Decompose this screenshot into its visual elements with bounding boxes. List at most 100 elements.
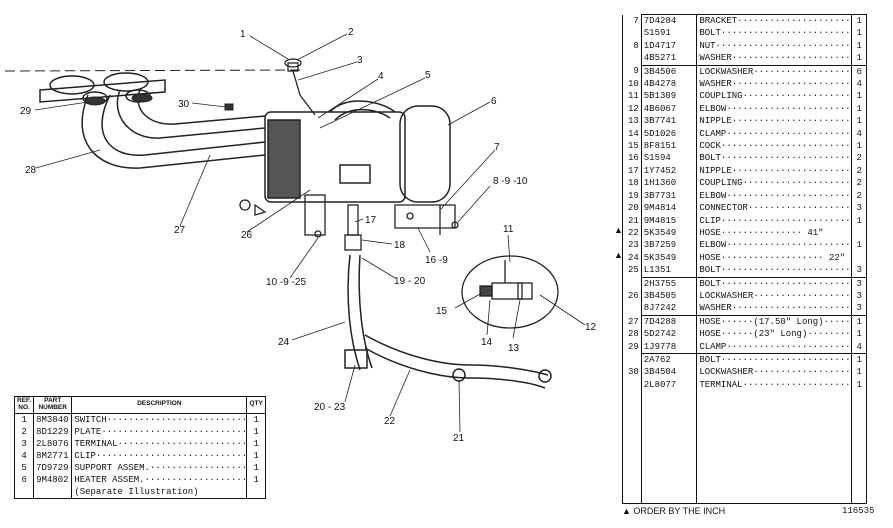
- cell-ref: 22: [622, 226, 642, 240]
- cell-desc: HOSE······(17.50" Long)·····: [696, 314, 852, 329]
- cell-qty: 1: [851, 115, 867, 128]
- cell-ref: [622, 27, 642, 40]
- cell-part: 8F8151: [640, 140, 698, 153]
- cell-ref: 4: [13, 449, 35, 462]
- callout-29: 29: [20, 106, 32, 117]
- cell-desc: BRACKET······················: [696, 14, 852, 28]
- cell-desc: NIPPLE·······················: [699, 116, 852, 127]
- cell-qty: 1: [246, 425, 266, 438]
- cell-ref: 27: [622, 315, 642, 329]
- cell-ref: 8: [622, 39, 642, 53]
- cell-part: 9M4815: [640, 214, 698, 227]
- cell-desc: BOLT·························: [699, 153, 852, 164]
- leader-lines: [34, 33, 586, 433]
- callout-20-23: 20 - 23: [314, 402, 346, 413]
- cell-ref: [622, 302, 642, 316]
- cell-part: 3B7731: [640, 189, 698, 203]
- table-row: 28D1229PLATE····························…: [13, 425, 266, 438]
- cell-desc: HOSE··················· 22": [699, 252, 846, 263]
- cell-ref: 20: [622, 202, 642, 215]
- table-row: 48M2771CLIP·····························…: [13, 449, 266, 462]
- table-row: 18M3840SWITCH···························…: [13, 413, 266, 426]
- cell-ref: 12: [622, 102, 642, 116]
- callout-1: 1: [240, 29, 246, 40]
- cell-qty: 2: [851, 177, 867, 190]
- cell-qty: 4: [851, 127, 867, 141]
- cell-part: 7D4284: [640, 14, 698, 28]
- separate-illustration-note: (Separate Illustration): [71, 485, 248, 499]
- callout-16-9: 16 -9: [425, 255, 448, 266]
- callout-5: 5: [425, 70, 431, 81]
- table-row: 32L8076TERMINAL·························…: [13, 437, 266, 450]
- detail-inset: [461, 255, 559, 329]
- callout-7: 7: [494, 142, 500, 153]
- cell-part: 3B4505: [640, 289, 698, 303]
- cell-qty: 3: [851, 264, 867, 278]
- cell-qty: 3: [851, 302, 867, 316]
- cell-desc: HEATER ASSEM.························: [71, 473, 248, 486]
- cell-qty: 1: [851, 27, 867, 40]
- cell-part: 5D2742: [640, 328, 698, 341]
- switch-part: [284, 58, 316, 116]
- cell-ref: 11: [622, 90, 642, 103]
- cell-part: 1H1360: [640, 177, 698, 190]
- manifold-flanges: [39, 72, 166, 103]
- cell-ref: 14: [622, 127, 642, 141]
- cell-qty: 1: [851, 102, 867, 116]
- cell-desc: LOCKWASHER···················: [699, 367, 852, 378]
- support-leg: [239, 194, 362, 251]
- cell-desc: NIPPLE·······················: [699, 165, 852, 176]
- cell-desc: CONNECTOR····················: [699, 203, 852, 214]
- cell-ref: 23: [622, 239, 642, 252]
- cell-ref: 26: [622, 289, 642, 303]
- cell-part: L1351: [640, 264, 698, 278]
- callout-4: 4: [378, 71, 384, 82]
- cell-part: 7D4288: [640, 314, 698, 329]
- cell-desc: ELBOW························: [699, 103, 852, 114]
- cell-part: S1594: [640, 152, 698, 165]
- hose-22-24: [344, 254, 552, 389]
- cell-desc: TERMINAL·····························: [71, 437, 248, 450]
- heater-assembly-diagram: 1 2 3 4 5 6 7 8 -9 -10 11 12 13 14 15 16…: [4, 27, 597, 444]
- cell-ref: [622, 391, 642, 505]
- cell-part: S1591: [640, 27, 698, 40]
- cell-part: 3B7259: [640, 239, 698, 252]
- cell-part: 8J7242: [640, 302, 698, 316]
- cell-desc: COCK·························: [699, 141, 852, 152]
- callout-30: 30: [178, 99, 190, 110]
- cell-part: 1J9778: [640, 340, 698, 354]
- cell-qty: 1: [851, 14, 867, 28]
- callout-15: 15: [436, 306, 448, 317]
- cell-part: 5K3549: [640, 251, 698, 265]
- cell-desc: ELBOW························: [699, 240, 852, 251]
- cell-desc: BOLT·························: [699, 28, 852, 39]
- header-part-number: PART NUMBER: [33, 396, 73, 414]
- cell-ref: [622, 52, 642, 66]
- cell-qty: 1: [851, 352, 867, 367]
- cell-desc: COUPLING·····················: [699, 91, 852, 102]
- cell-qty: 4: [851, 78, 867, 91]
- cell-ref: [13, 485, 35, 499]
- cell-ref: 9: [622, 65, 642, 79]
- cell-qty: 4: [851, 340, 867, 354]
- cell-ref: 10: [622, 78, 642, 91]
- cell-qty: 2: [851, 164, 867, 178]
- callout-10-9-25: 10 -9 -25: [266, 277, 306, 288]
- cell-qty: 1: [851, 378, 867, 392]
- cell-part: 3B4506: [640, 64, 698, 79]
